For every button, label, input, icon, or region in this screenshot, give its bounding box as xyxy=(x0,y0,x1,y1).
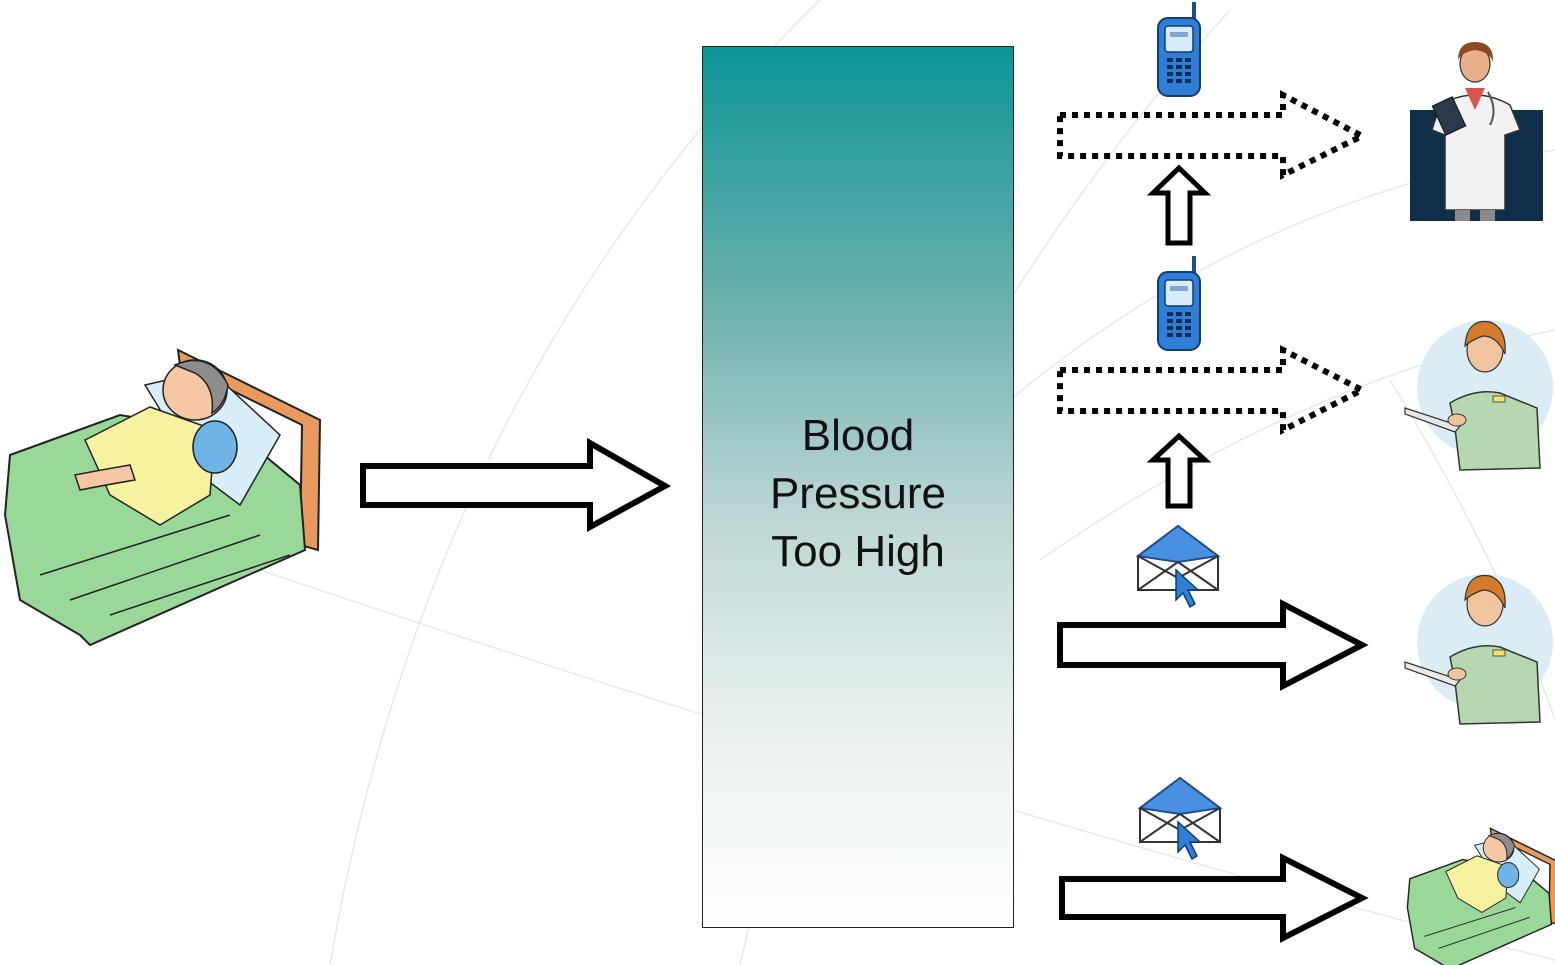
alert-box: Blood Pressure Too High xyxy=(702,46,1014,928)
mobile-phone-icon xyxy=(1157,256,1201,351)
escalation-arrow-1 xyxy=(1146,164,1212,246)
email-icon xyxy=(1137,776,1223,861)
alert-label: Blood Pressure Too High xyxy=(703,407,1013,581)
escalation-arrow-2 xyxy=(1146,432,1212,509)
dotted-arrow-nurse-1 xyxy=(1057,345,1369,435)
solid-arrow-patient xyxy=(1059,853,1369,943)
alert-line: Blood xyxy=(801,411,915,460)
alert-line: Too High xyxy=(771,527,945,576)
email-icon xyxy=(1135,524,1221,609)
alert-line: Pressure xyxy=(769,469,947,518)
mobile-phone-icon xyxy=(1157,2,1201,97)
dotted-arrow-doctor xyxy=(1057,90,1369,180)
solid-arrow-nurse-2 xyxy=(1057,599,1369,691)
